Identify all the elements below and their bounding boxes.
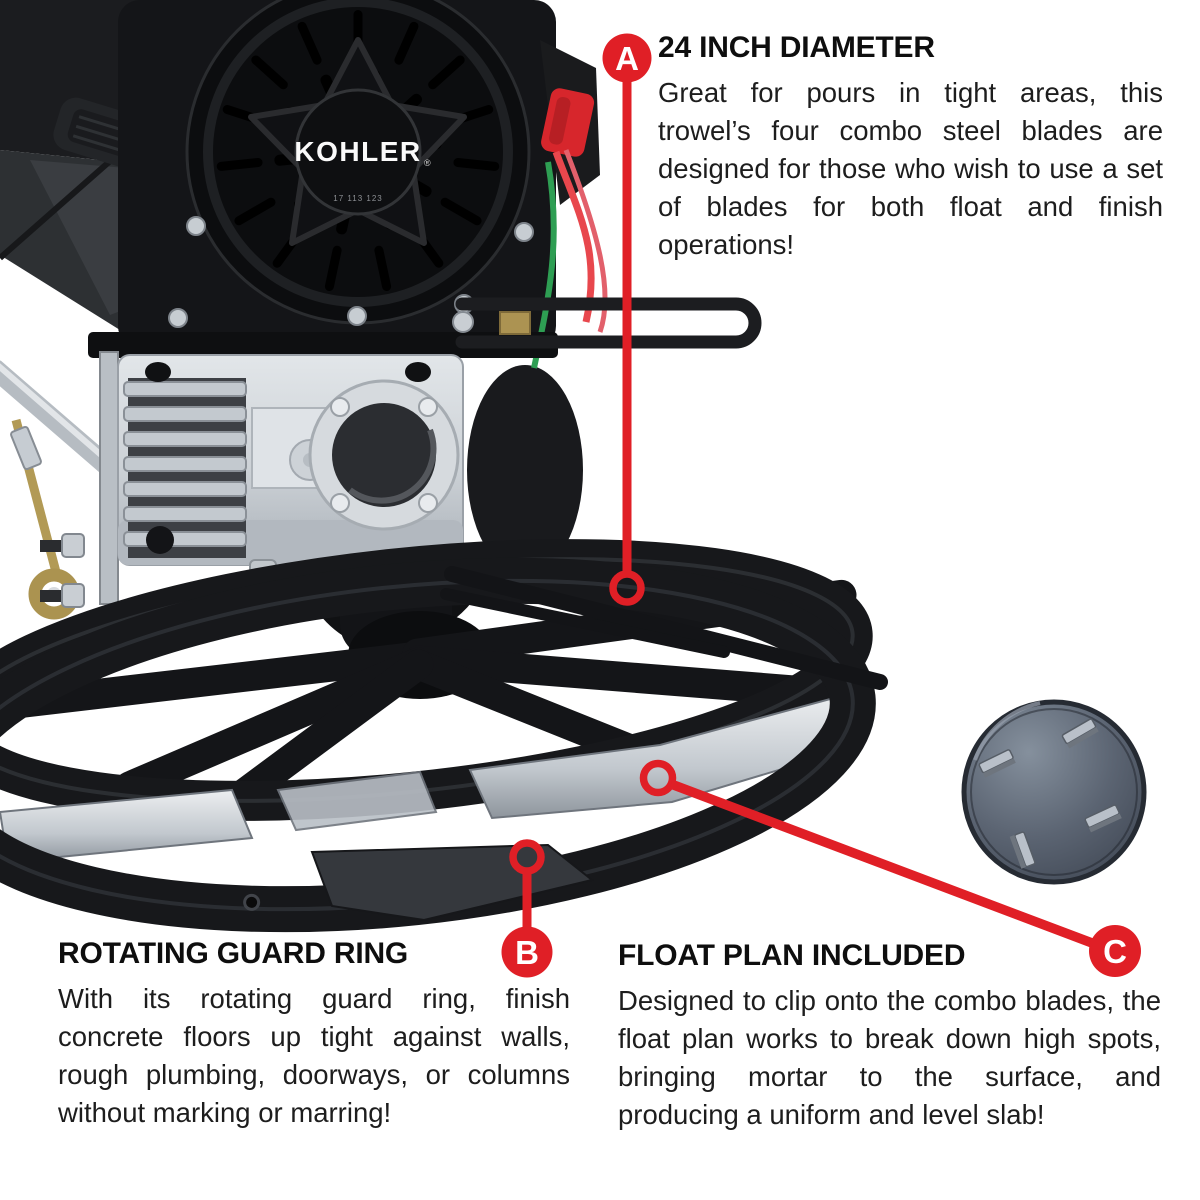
cooling-fins (123, 381, 247, 547)
engine-model-number: 17 113 123 (333, 194, 382, 203)
handle-shaft (0, 360, 119, 478)
left-hardware (0, 351, 119, 620)
pan-clips (978, 718, 1122, 869)
registered-trademark: ® (424, 158, 431, 168)
float-pan-image (961, 699, 1147, 885)
callout-b-title: ROTATING GUARD RING (58, 937, 409, 970)
callout-c-text: FLOAT PLAN INCLUDED Designed to clip ont… (618, 938, 1161, 1134)
callout-a-letter: A (615, 40, 639, 77)
callout-c-marker (1089, 925, 1141, 977)
callout-a-target-ring (609, 570, 645, 606)
engine: KOHLER ® 17 113 123 (0, 0, 608, 575)
gearbox (117, 354, 464, 623)
engine-brand-logo: KOHLER (294, 136, 421, 167)
side-bolts (40, 533, 85, 608)
callout-a-text: 24 INCH DIAMETER Great for pours in tigh… (658, 30, 1163, 264)
handle-tubes (452, 297, 762, 349)
recoil-hub (294, 88, 422, 216)
callout-c-target-ring (639, 759, 677, 797)
callout-b-letter: B (515, 934, 539, 971)
callout-a-title: 24 INCH DIAMETER (658, 31, 935, 64)
callout-a-marker (602, 33, 652, 83)
callout-c-title: FLOAT PLAN INCLUDED (618, 939, 966, 972)
callout-c-letter: C (1103, 933, 1127, 970)
callout-b-marker (501, 926, 553, 978)
guard-ring-screw (243, 893, 261, 911)
callout-b-text: ROTATING GUARD RING With its rotating gu… (58, 936, 570, 1132)
engine-bolts (168, 216, 534, 328)
frame-arms (440, 566, 888, 690)
red-cap (541, 88, 595, 157)
callout-overlay: A B C (501, 33, 1141, 978)
blade-tip (310, 843, 595, 922)
callout-b-body: With its rotating guard ring, finish con… (58, 983, 570, 1128)
combo-blades (0, 693, 854, 864)
callout-a-body: Great for pours in tight areas, this tro… (658, 77, 1163, 260)
pink-wire (563, 149, 608, 333)
callout-c-body: Designed to clip onto the combo blades, … (618, 985, 1161, 1130)
callout-c-line (669, 779, 1102, 951)
mount-plate (99, 351, 119, 605)
brass-spacer (499, 311, 531, 335)
